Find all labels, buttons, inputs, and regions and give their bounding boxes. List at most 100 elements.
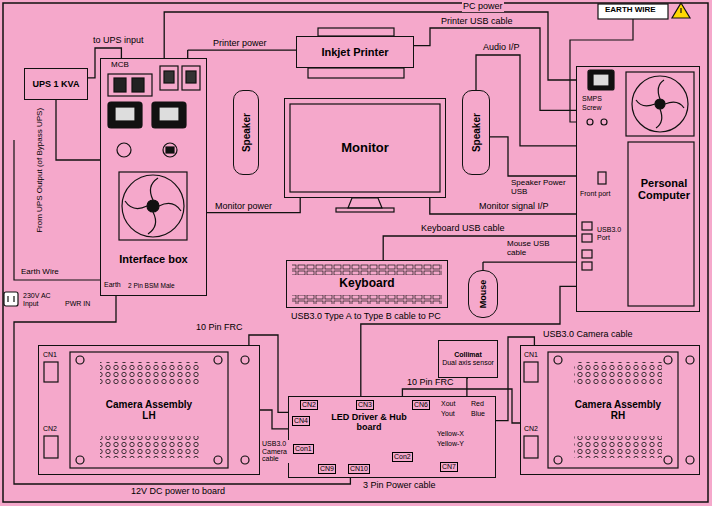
drawing-shape xyxy=(587,119,593,125)
port-name: USB3.0 Port xyxy=(596,226,626,241)
speaker-box: Speaker xyxy=(233,90,259,175)
cable xyxy=(14,296,350,484)
monitor-parts xyxy=(290,104,440,212)
cable xyxy=(383,236,576,260)
part-name: MCB xyxy=(110,61,130,70)
node-label: Collimat xyxy=(454,351,482,359)
connector-name: CN4 xyxy=(292,416,310,426)
drawing-shape xyxy=(7,296,8,302)
drawing-shape xyxy=(241,456,249,464)
drawing-shape xyxy=(348,198,382,208)
drawing-shape xyxy=(680,8,681,13)
cable-label: Keyboard USB cable xyxy=(420,224,506,234)
printer-box: Inkjet Printer xyxy=(296,36,414,68)
cable-label: 10 Pin FRC xyxy=(406,378,455,388)
camera-assembly: Camera Assembly RH xyxy=(520,345,700,475)
node-label: Monitor xyxy=(341,141,389,156)
warning-label: EARTH WIRE xyxy=(604,6,657,15)
drawing-shape xyxy=(292,295,442,304)
drawing-shape xyxy=(13,296,14,302)
drawing-shape xyxy=(582,234,592,242)
part-name: Screw xyxy=(581,104,602,112)
node-label: Camera Assembly LH xyxy=(104,399,194,421)
node-label: Mouse xyxy=(478,280,488,309)
drawing-shape xyxy=(582,262,592,270)
drawing-shape xyxy=(290,104,440,192)
cable xyxy=(260,410,288,429)
cable-name: 3 Pin Power cable xyxy=(362,481,437,491)
connector-name: CN10 xyxy=(348,464,370,474)
cable xyxy=(164,12,576,80)
drawing-shape xyxy=(115,107,135,121)
drawing-shape xyxy=(164,71,174,83)
drawing-shape xyxy=(76,456,84,464)
port-name: Front port xyxy=(579,190,611,198)
cable xyxy=(467,378,468,396)
drawing-shape xyxy=(601,119,607,125)
connector-name: CN6 xyxy=(412,400,430,410)
drawing-shape xyxy=(44,362,58,382)
drawing-shape xyxy=(160,66,178,90)
connector-name: CN2 xyxy=(42,425,58,433)
cable-label: Printer power xyxy=(212,39,268,49)
computer-box: Personal Computer xyxy=(576,66,700,312)
drawing-shape xyxy=(44,436,58,458)
interface-parts xyxy=(108,66,200,240)
drawing-shape xyxy=(628,142,694,306)
drawing-shape xyxy=(686,356,694,364)
cable-label: Mouse USB cable xyxy=(506,240,566,258)
drawing-shape xyxy=(182,66,200,90)
mouse-box: Mouse xyxy=(468,270,498,318)
connector-name: CN2 xyxy=(300,400,318,410)
cable xyxy=(56,100,100,160)
cable xyxy=(402,389,520,423)
sensor-box: CollimatDual axis sensor xyxy=(438,340,498,378)
node-label: UPS 1 KVA xyxy=(33,79,80,89)
drawing-shape xyxy=(554,456,562,464)
drawing-shape xyxy=(570,19,633,122)
signal-name: Xout xyxy=(440,400,456,408)
keyboard-keys xyxy=(292,264,442,304)
drawing-shape xyxy=(588,70,614,90)
connector-name: 2 Pin BSM Male xyxy=(127,282,176,289)
cable xyxy=(490,137,576,176)
drawing-shape xyxy=(664,456,672,464)
cable-label: 10 Pin FRC xyxy=(195,323,244,333)
node-label: Personal Computer xyxy=(632,177,696,202)
drawing-shape xyxy=(119,172,187,240)
drawing-shape xyxy=(292,264,442,275)
drawing-shape xyxy=(100,436,200,458)
drawing-shape xyxy=(582,222,592,230)
drawing-shape xyxy=(100,362,200,384)
connector-name: CN1 xyxy=(523,351,539,359)
cable-label: Speaker Power USB xyxy=(510,179,576,197)
camera-rh-parts xyxy=(524,352,694,468)
monitor-box: Monitor xyxy=(284,98,446,198)
drawing-shape xyxy=(159,107,179,121)
drawing-shape xyxy=(132,78,144,92)
cable-label: 12V DC power to board xyxy=(130,487,226,497)
cable xyxy=(249,335,288,412)
drawing-shape xyxy=(166,147,174,153)
drawing-shape xyxy=(336,208,394,212)
drawing-shape xyxy=(626,72,694,136)
connector-name: Con1 xyxy=(293,444,314,454)
drawing-shape xyxy=(582,250,592,258)
drawing-shape xyxy=(598,172,606,184)
node-label: Speaker xyxy=(240,113,251,152)
part-name: SMPS xyxy=(581,95,603,103)
drawing-shape xyxy=(114,78,126,92)
node-label: LED Driver & Hub board xyxy=(329,412,409,432)
camera-assembly: Camera Assembly LH xyxy=(38,345,260,475)
connector-name: CN3 xyxy=(356,400,374,410)
drawing-shape xyxy=(636,80,684,128)
cable-label: Audio I/P xyxy=(482,43,521,53)
input-name: 230V AC Input xyxy=(22,292,60,307)
node-label: Interface box xyxy=(119,253,187,265)
cable xyxy=(496,337,534,421)
wire-color: Yellow-X xyxy=(436,430,465,438)
node-label: Speaker xyxy=(470,113,481,152)
camera-lh-parts xyxy=(44,352,249,468)
